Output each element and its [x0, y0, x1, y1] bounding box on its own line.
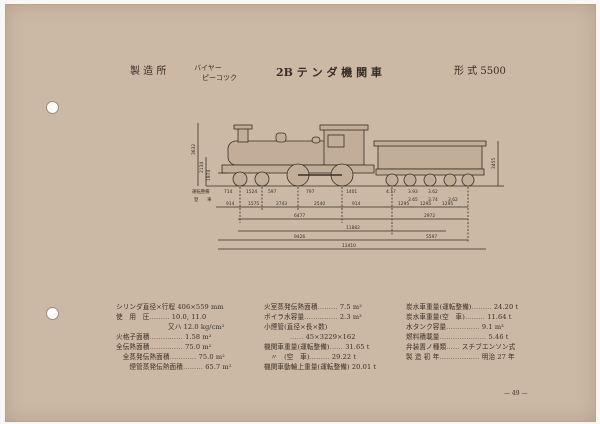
height-3632: 3632	[191, 144, 197, 155]
tender-label: 4.17	[386, 189, 396, 195]
maker-name-line2: ピーコツク	[202, 74, 237, 82]
spec-row: 機関車動輪上重量(運転整備) 20.01 t	[264, 363, 377, 371]
dim-label: 2743	[276, 201, 287, 207]
spec-row: 炭水車重量(運転整備)……… 24.20 t	[406, 303, 519, 311]
spec-row: シリンダ直径×行程 406×559 mm	[116, 303, 224, 311]
tender-label: 3.65	[408, 197, 418, 203]
dim-label: 2540	[314, 201, 325, 207]
locomotive-drawing: 3632 2134 1974 3455 運転整備 登 車 714 1524 59…	[191, 123, 504, 250]
spec-row: 水タンク容量…………… 9.1 m³	[406, 323, 504, 331]
wheel-label: 1524	[246, 189, 257, 195]
dim-label: 1575	[248, 201, 259, 207]
tender-label: 3.62	[428, 189, 438, 195]
tender-label: 3.74	[428, 197, 438, 203]
left-label-2: 登 車	[194, 196, 212, 203]
spec-col-1: シリンダ直径×行程 406×559 mm 使 用 圧……… 10.0, 11.0…	[116, 302, 232, 372]
dim-label: 1295	[442, 201, 453, 207]
spec-row: 使 用 圧……… 10.0, 11.0	[116, 313, 207, 321]
dim-label: 2972	[424, 213, 435, 219]
spec-row: 機関車重量(運転整備)…… 31.65 t	[264, 343, 370, 351]
height-1974: 1974	[206, 170, 212, 181]
dim-label: 1295	[420, 201, 431, 207]
spec-row: 弁装置ノ種類…… スチブエンソン式	[406, 343, 516, 351]
spec-col-2: 火室蒸発伝熱面積……… 7.5 m² ボイラ水容量…………… 2.3 m³ 小煙…	[264, 302, 376, 372]
spec-col-3: 炭水車重量(運転整備)……… 24.20 t 炭水車重量(空 車)……… 11.…	[406, 302, 518, 362]
dim-label: 1295	[398, 201, 409, 207]
dim-label: 9426	[294, 234, 305, 240]
tender-side-elevation-icon	[373, 140, 487, 187]
spec-row: 煙管蒸発伝熱面積……… 65.7 m²	[116, 363, 232, 371]
page-title: 2B テ ン ダ 機 関 車	[276, 66, 382, 79]
wheel-label: 1401	[346, 189, 357, 195]
maker-label: 製 造 所	[130, 66, 167, 77]
spec-row: 火室蒸発伝熱面積……… 7.5 m²	[264, 303, 362, 311]
spec-row: 又ハ 12.0 kg/cm²	[168, 323, 225, 331]
tender-label: 3.93	[408, 189, 418, 195]
spec-row: 全伝熱面積…………… 75.0 m²	[116, 343, 212, 351]
model-number: 形 式 5500	[454, 66, 506, 77]
height-2134: 2134	[199, 162, 205, 173]
page-number: — 49 —	[504, 390, 528, 397]
height-3455: 3455	[491, 158, 497, 169]
spec-row: ボイラ水容量…………… 2.3 m³	[264, 313, 362, 321]
binder-hole-bottom	[46, 307, 59, 320]
spec-row: 製 造 初 年……………… 明治 27 年	[406, 353, 515, 361]
spec-row: 火格子面積…………… 1.58 m²	[116, 333, 212, 341]
spec-row: …… 45×3229×162	[290, 333, 356, 341]
spec-row: 〃 (空 車)……… 29.22 t	[264, 353, 357, 361]
maker-name-line1: バイヤー	[194, 64, 222, 72]
spec-row: 炭水車重量(空 車)……… 11.64 t	[406, 313, 512, 321]
wheel-label: 597	[268, 189, 277, 195]
spec-card: 製 造 所 バイヤー ピーコツク 2B テ ン ダ 機 関 車 形 式 5500	[5, 4, 596, 422]
spec-row: 全蒸発伝熱面積………… 75.0 m²	[116, 353, 225, 361]
wheel-label: 714	[224, 189, 233, 195]
binder-hole-top	[46, 101, 59, 114]
spec-row: 小煙管(直径×長×数)	[264, 323, 328, 331]
dim-label: 13410	[342, 243, 356, 249]
left-label-1: 運転整備	[192, 188, 210, 195]
dim-label: 5597	[426, 234, 437, 240]
tender-label: 3.62	[448, 197, 458, 203]
dim-label: 914	[352, 201, 361, 207]
spec-row: 燃料積載量………………… 5.46 t	[406, 333, 509, 341]
dim-label: 914	[226, 201, 235, 207]
locomotive-side-elevation-icon	[218, 124, 375, 187]
wheel-label: 797	[306, 189, 315, 195]
dim-label: 6477	[294, 213, 305, 219]
dim-label: 11882	[346, 225, 360, 231]
